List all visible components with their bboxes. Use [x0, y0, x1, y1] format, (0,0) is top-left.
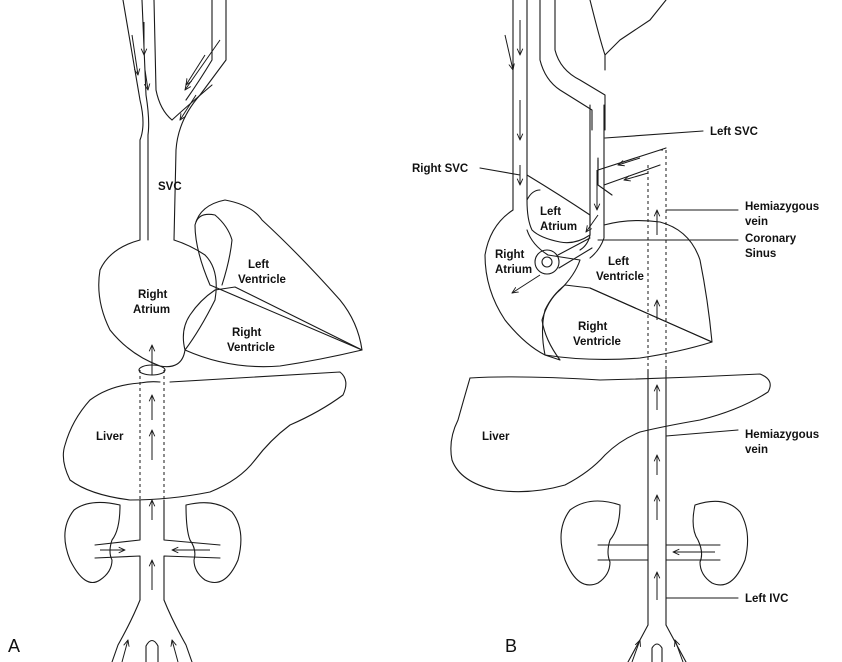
hemiazygous-vein-upper-label-b: Hemiazygous vein	[745, 201, 822, 228]
right-ventricle-label-b: Right Ventricle	[573, 321, 621, 348]
right-atrium-label-a: Right Atrium	[133, 289, 171, 316]
left-svc-label-b: Left SVC	[710, 126, 758, 138]
coronary-sinus-label-b: Coronary Sinus	[745, 233, 799, 260]
panel-label-b: B	[505, 636, 517, 656]
left-atrium-label-b: Left Atrium	[540, 206, 577, 233]
right-ventricle-a	[183, 287, 362, 367]
right-atrium-label-b: Right Atrium	[495, 249, 532, 276]
liver-label-b: Liver	[482, 431, 510, 443]
left-ivc-label-b: Left IVC	[745, 593, 788, 605]
left-ventricle-label-a: Left Ventricle	[238, 259, 286, 286]
ivc-lower-b	[598, 545, 720, 662]
panel-b: Left SVC Right SVC Hemiazygous vein Left…	[412, 0, 822, 662]
right-kidney-a	[65, 502, 120, 582]
ivc-a	[95, 365, 220, 662]
coronary-sinus-b	[535, 238, 738, 274]
svc-label-a: SVC	[158, 181, 182, 193]
right-ventricle-label-a: Right Ventricle	[227, 327, 275, 354]
right-kidney-b	[561, 501, 620, 585]
svc-vessel-a	[123, 0, 226, 240]
flow-arrows-a	[100, 22, 220, 662]
right-ventricle-b	[543, 285, 713, 359]
hemiazygous-vein-lower-label-b: Hemiazygous vein	[745, 429, 822, 456]
left-kidney-b	[693, 501, 748, 585]
panel-label-a: A	[8, 636, 20, 656]
panel-a: SVC Left Ventricle Right Atrium Right Ve…	[8, 0, 362, 662]
liver-label-a: Liver	[96, 431, 124, 443]
right-svc-label-b: Right SVC	[412, 163, 468, 175]
leader-lines-b	[480, 131, 738, 598]
left-ventricle-label-b: Left Ventricle	[596, 256, 644, 283]
